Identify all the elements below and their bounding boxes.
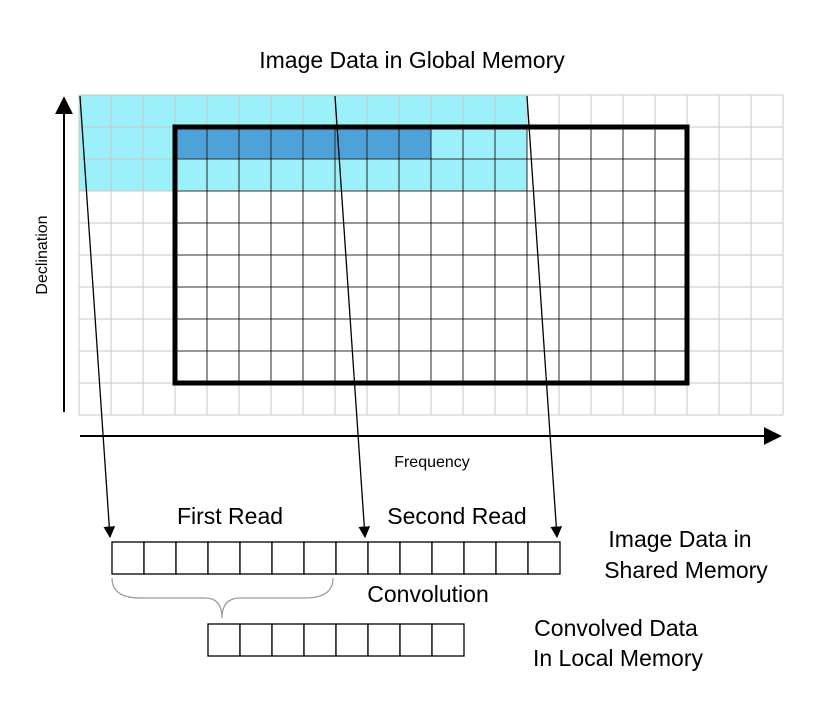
local-memory-label-line1: Convolved Data	[534, 615, 698, 641]
shared-memory-cell	[207, 541, 241, 575]
shared-memory-cell	[527, 541, 561, 575]
shared-memory-cell	[175, 541, 209, 575]
convolution-window-frame	[172, 124, 690, 386]
shared-memory-cell	[495, 541, 529, 575]
shared-memory-array	[111, 541, 561, 575]
second-read-label: Second Read	[387, 503, 526, 529]
shared-memory-label-line2: Shared Memory	[604, 557, 768, 583]
x-axis-label: Frequency	[394, 454, 470, 471]
local-memory-cell	[335, 623, 369, 657]
local-memory-cell	[303, 623, 337, 657]
convolution-window-grid	[175, 127, 687, 383]
read-arrow-middle	[334, 95, 371, 539]
local-memory-array	[207, 623, 465, 657]
local-memory-label-line2: In Local Memory	[533, 645, 704, 671]
y-axis-label: Declination	[34, 215, 51, 294]
first-read-label: First Read	[177, 503, 283, 529]
shared-memory-cell	[239, 541, 273, 575]
shared-memory-cell	[143, 541, 177, 575]
shared-memory-cell	[111, 541, 145, 575]
local-memory-cell	[271, 623, 305, 657]
local-memory-cell	[239, 623, 273, 657]
shared-memory-cell	[399, 541, 433, 575]
diagram-title: Image Data in Global Memory	[259, 47, 565, 73]
shared-memory-cell	[463, 541, 497, 575]
local-memory-cell	[431, 623, 465, 657]
read-arrow-end	[526, 95, 563, 539]
shared-memory-cell	[303, 541, 337, 575]
shared-memory-cell	[271, 541, 305, 575]
convolution-brace	[111, 577, 334, 619]
shared-memory-label-line1: Image Data in	[608, 526, 751, 552]
shared-memory-cell	[367, 541, 401, 575]
local-memory-cell	[367, 623, 401, 657]
convolution-label: Convolution	[367, 581, 488, 607]
local-memory-cell	[207, 623, 241, 657]
shared-memory-cell	[431, 541, 465, 575]
shared-memory-cell	[335, 541, 369, 575]
read-arrow-start	[79, 95, 116, 539]
local-memory-cell	[399, 623, 433, 657]
